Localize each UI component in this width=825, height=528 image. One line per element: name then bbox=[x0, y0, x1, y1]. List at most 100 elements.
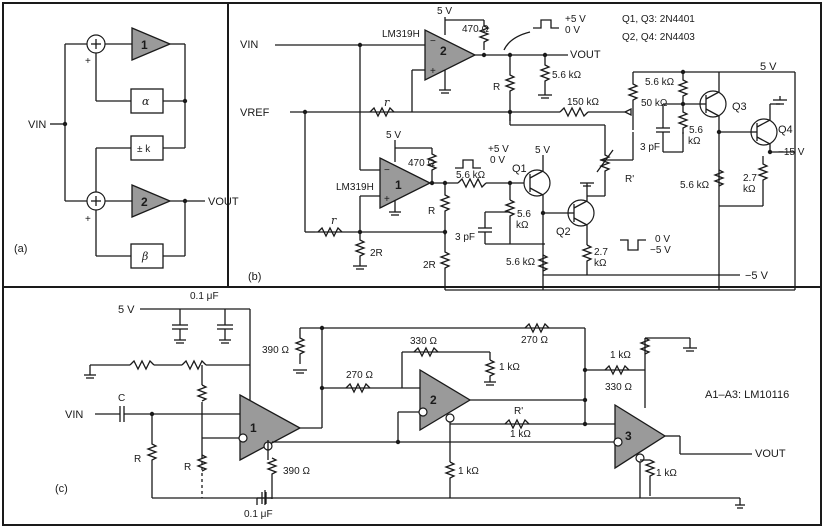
amp-a3-label: 3 bbox=[625, 429, 632, 443]
r5k6-q1: 5.6 kΩ bbox=[456, 170, 486, 181]
cap01-bot-label: 0.1 μF bbox=[244, 509, 273, 520]
panel-b-vin: VIN bbox=[240, 39, 258, 51]
cap-c-label: C bbox=[118, 393, 125, 404]
panel-c-vin: VIN bbox=[65, 409, 83, 421]
q1-supply: 5 V bbox=[535, 145, 550, 156]
r2R-left: 2R bbox=[370, 248, 383, 259]
comparator-1-label: 1 bbox=[395, 178, 402, 192]
r150k: 150 kΩ bbox=[567, 97, 599, 108]
beta-block bbox=[130, 243, 164, 269]
rprime-b: R' bbox=[625, 174, 634, 185]
beta-label: β bbox=[141, 250, 148, 263]
summer-2-plus: + bbox=[85, 214, 91, 225]
panel-a-vout: VOUT bbox=[208, 196, 239, 208]
comparator-2-label: 2 bbox=[440, 44, 447, 58]
comparator-1-ic: LM319H bbox=[336, 182, 374, 193]
r-small-top: r bbox=[384, 96, 390, 109]
r5k6-q1b: 5.6 bbox=[517, 209, 531, 220]
cap3p-bot: 3 pF bbox=[455, 232, 475, 243]
parts-note-c: A1–A3: LM10116 bbox=[705, 389, 789, 401]
r1k-a3-bot-label: 1 kΩ bbox=[656, 468, 677, 479]
cap3p-top: 3 pF bbox=[640, 142, 660, 153]
panel-a: 1 α + ± k 2 β + VIN VOUT (a) bbox=[14, 27, 239, 269]
comparator-1-supply: 5 V bbox=[386, 130, 401, 141]
q1-label: Q1 bbox=[512, 163, 527, 175]
q4-label: Q4 bbox=[778, 124, 793, 136]
alpha-label: α bbox=[142, 95, 150, 108]
panel-b-label: (b) bbox=[248, 271, 261, 283]
r-mid-label: R bbox=[184, 462, 191, 473]
r5k6-q3b: 5.6 bbox=[689, 125, 703, 136]
panel-c: 5 V 0.1 μF VIN C R R bbox=[55, 291, 789, 520]
k-block bbox=[130, 135, 164, 161]
parts-note-1: Q1, Q3: 2N4401 bbox=[622, 14, 695, 25]
r390-top-label: 390 Ω bbox=[262, 345, 289, 356]
pulse-mid-level: +5 V bbox=[488, 144, 509, 155]
amp-a3 bbox=[614, 403, 667, 470]
r5k6-q1b-unit: kΩ bbox=[516, 220, 529, 231]
comparator-2-supply: 5 V bbox=[437, 6, 452, 17]
comparator-1 bbox=[379, 156, 432, 210]
r2k7-q2: 2.7 bbox=[594, 247, 608, 258]
pulse-top-zero: 0 V bbox=[565, 25, 580, 36]
panel-b-vout: VOUT bbox=[570, 49, 601, 61]
r470-bot: 470 Ω bbox=[408, 158, 435, 169]
panel-b: 2 − + LM319H 5 V 470 Ω VOUT 5.6 kΩ +5 V … bbox=[240, 6, 805, 291]
rprime-c-val: 1 kΩ bbox=[510, 429, 531, 440]
r1k-a2-label: 1 kΩ bbox=[499, 362, 520, 373]
comparator-2 bbox=[424, 28, 477, 82]
panel-a-label: (a) bbox=[14, 243, 27, 255]
parts-note-2: Q2, Q4: 2N4403 bbox=[622, 32, 695, 43]
r270-top-label: 270 Ω bbox=[521, 335, 548, 346]
pulse-top-level: +5 V bbox=[565, 14, 586, 25]
r5k6-q2: 5.6 kΩ bbox=[506, 257, 536, 268]
r470-top: 470 Ω bbox=[462, 24, 489, 35]
lower-frame bbox=[2, 286, 822, 526]
r330-mid-label: 330 Ω bbox=[410, 336, 437, 347]
r5k6-top: 5.6 kΩ bbox=[552, 70, 582, 81]
panel-c-label: (c) bbox=[55, 483, 68, 495]
pulse-mid-zero: 0 V bbox=[490, 155, 505, 166]
r270-mid-label: 270 Ω bbox=[346, 370, 373, 381]
comparator-2-ic: LM319H bbox=[382, 29, 420, 40]
minus5: −5 V bbox=[745, 270, 769, 282]
neg-pulse-level: −5 V bbox=[650, 245, 671, 256]
panel-b-vref: VREF bbox=[240, 107, 270, 119]
q3-label: Q3 bbox=[732, 101, 747, 113]
r5k6-q3b-unit: kΩ bbox=[688, 136, 701, 147]
comparator-1-minus: − bbox=[384, 165, 390, 176]
r5k6-q3: 5.6 kΩ bbox=[645, 77, 675, 88]
comparator-1-plus: + bbox=[384, 194, 390, 205]
r-small-bot: r bbox=[331, 214, 337, 227]
panel-a-vin: VIN bbox=[28, 119, 46, 131]
pot50k: 50 kΩ bbox=[641, 98, 668, 109]
amp-a2 bbox=[419, 368, 472, 432]
summer-1-plus: + bbox=[85, 56, 91, 67]
panel-c-vout: VOUT bbox=[755, 448, 786, 460]
amp-a2-label: 2 bbox=[430, 393, 437, 407]
k-label: ± k bbox=[137, 144, 151, 155]
supply-5v-right: 5 V bbox=[760, 61, 777, 73]
r-left-label: R bbox=[134, 454, 141, 465]
r2k7-right-unit: kΩ bbox=[743, 184, 756, 195]
rprime-c-label: R' bbox=[514, 406, 523, 417]
r330-a3-label: 330 Ω bbox=[605, 382, 632, 393]
gain-block-1-label: 1 bbox=[141, 38, 148, 52]
r2k7-right: 2.7 bbox=[743, 173, 757, 184]
alpha-block bbox=[130, 88, 164, 114]
r-lower: R bbox=[428, 206, 435, 217]
cap01-top-label: 0.1 μF bbox=[190, 291, 219, 302]
panel-c-supply: 5 V bbox=[118, 304, 135, 316]
r1k-a2-bot-label: 1 kΩ bbox=[458, 466, 479, 477]
r390-bot-label: 390 Ω bbox=[283, 466, 310, 477]
gain-block-1 bbox=[131, 27, 172, 61]
r1k-a3-label: 1 kΩ bbox=[610, 350, 631, 361]
comparator-2-plus: + bbox=[430, 66, 436, 77]
gain-block-2-label: 2 bbox=[141, 195, 148, 209]
gain-block-2 bbox=[131, 184, 172, 218]
amp-a1-label: 1 bbox=[250, 421, 257, 435]
comparator-2-minus: − bbox=[430, 36, 436, 47]
q2-label: Q2 bbox=[556, 226, 571, 238]
